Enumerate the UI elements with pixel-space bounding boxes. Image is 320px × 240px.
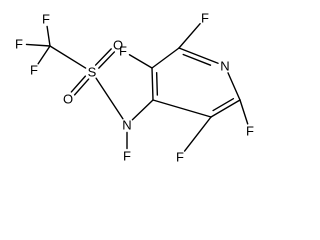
bond-c6-c5-inner — [212, 97, 235, 112]
bond-c3-f-c3 — [128, 54, 153, 69]
atom-label-o2: O — [63, 92, 73, 107]
bond-f3-c-cf3 — [37, 45, 51, 65]
bond-s-o1-b — [94, 48, 112, 66]
atom-label-f-c6: F — [246, 124, 254, 139]
bond-s-n-amide — [95, 77, 124, 120]
bond-n-amide-c4 — [131, 99, 154, 121]
bond-s-o2-b — [73, 78, 90, 96]
bond-f2-c-cf3 — [46, 25, 51, 47]
bond-c6-c5 — [210, 99, 241, 118]
bond-c2-f-c2 — [178, 22, 201, 49]
bond-layer — [25, 22, 249, 152]
atom-label-f-c5: F — [176, 150, 184, 165]
bond-n-ring-c6 — [227, 72, 241, 101]
bond-c-cf3-s — [49, 45, 87, 69]
bond-s-o2-a — [70, 75, 87, 93]
bond-c2-n-ring — [178, 47, 219, 64]
atom-label-f2: F — [42, 12, 50, 27]
bond-c4-c3 — [151, 67, 154, 101]
atom-label-s: S — [88, 65, 97, 80]
atom-label-f1: F — [15, 37, 23, 52]
atom-label-f-c3: F — [119, 44, 127, 59]
bond-c5-f-c5 — [183, 116, 212, 152]
bond-s-o1-a — [98, 51, 116, 69]
bond-c6-f-c6 — [239, 99, 249, 125]
atom-label-f3: F — [30, 63, 38, 78]
bond-c4-c3-inner — [155, 71, 159, 96]
atom-label-f-n: F — [123, 149, 131, 164]
atom-label-o1: O — [113, 38, 123, 53]
bond-f1-c-cf3 — [25, 43, 51, 47]
bond-c5-c4 — [152, 99, 212, 118]
atom-label-n-ring: N — [220, 59, 229, 74]
atom-label-n-amide: N — [122, 118, 131, 133]
atom-label-f-c2: F — [201, 11, 209, 26]
bond-c2-n-ring-inner — [182, 53, 212, 66]
bond-c3-c2 — [151, 47, 180, 69]
